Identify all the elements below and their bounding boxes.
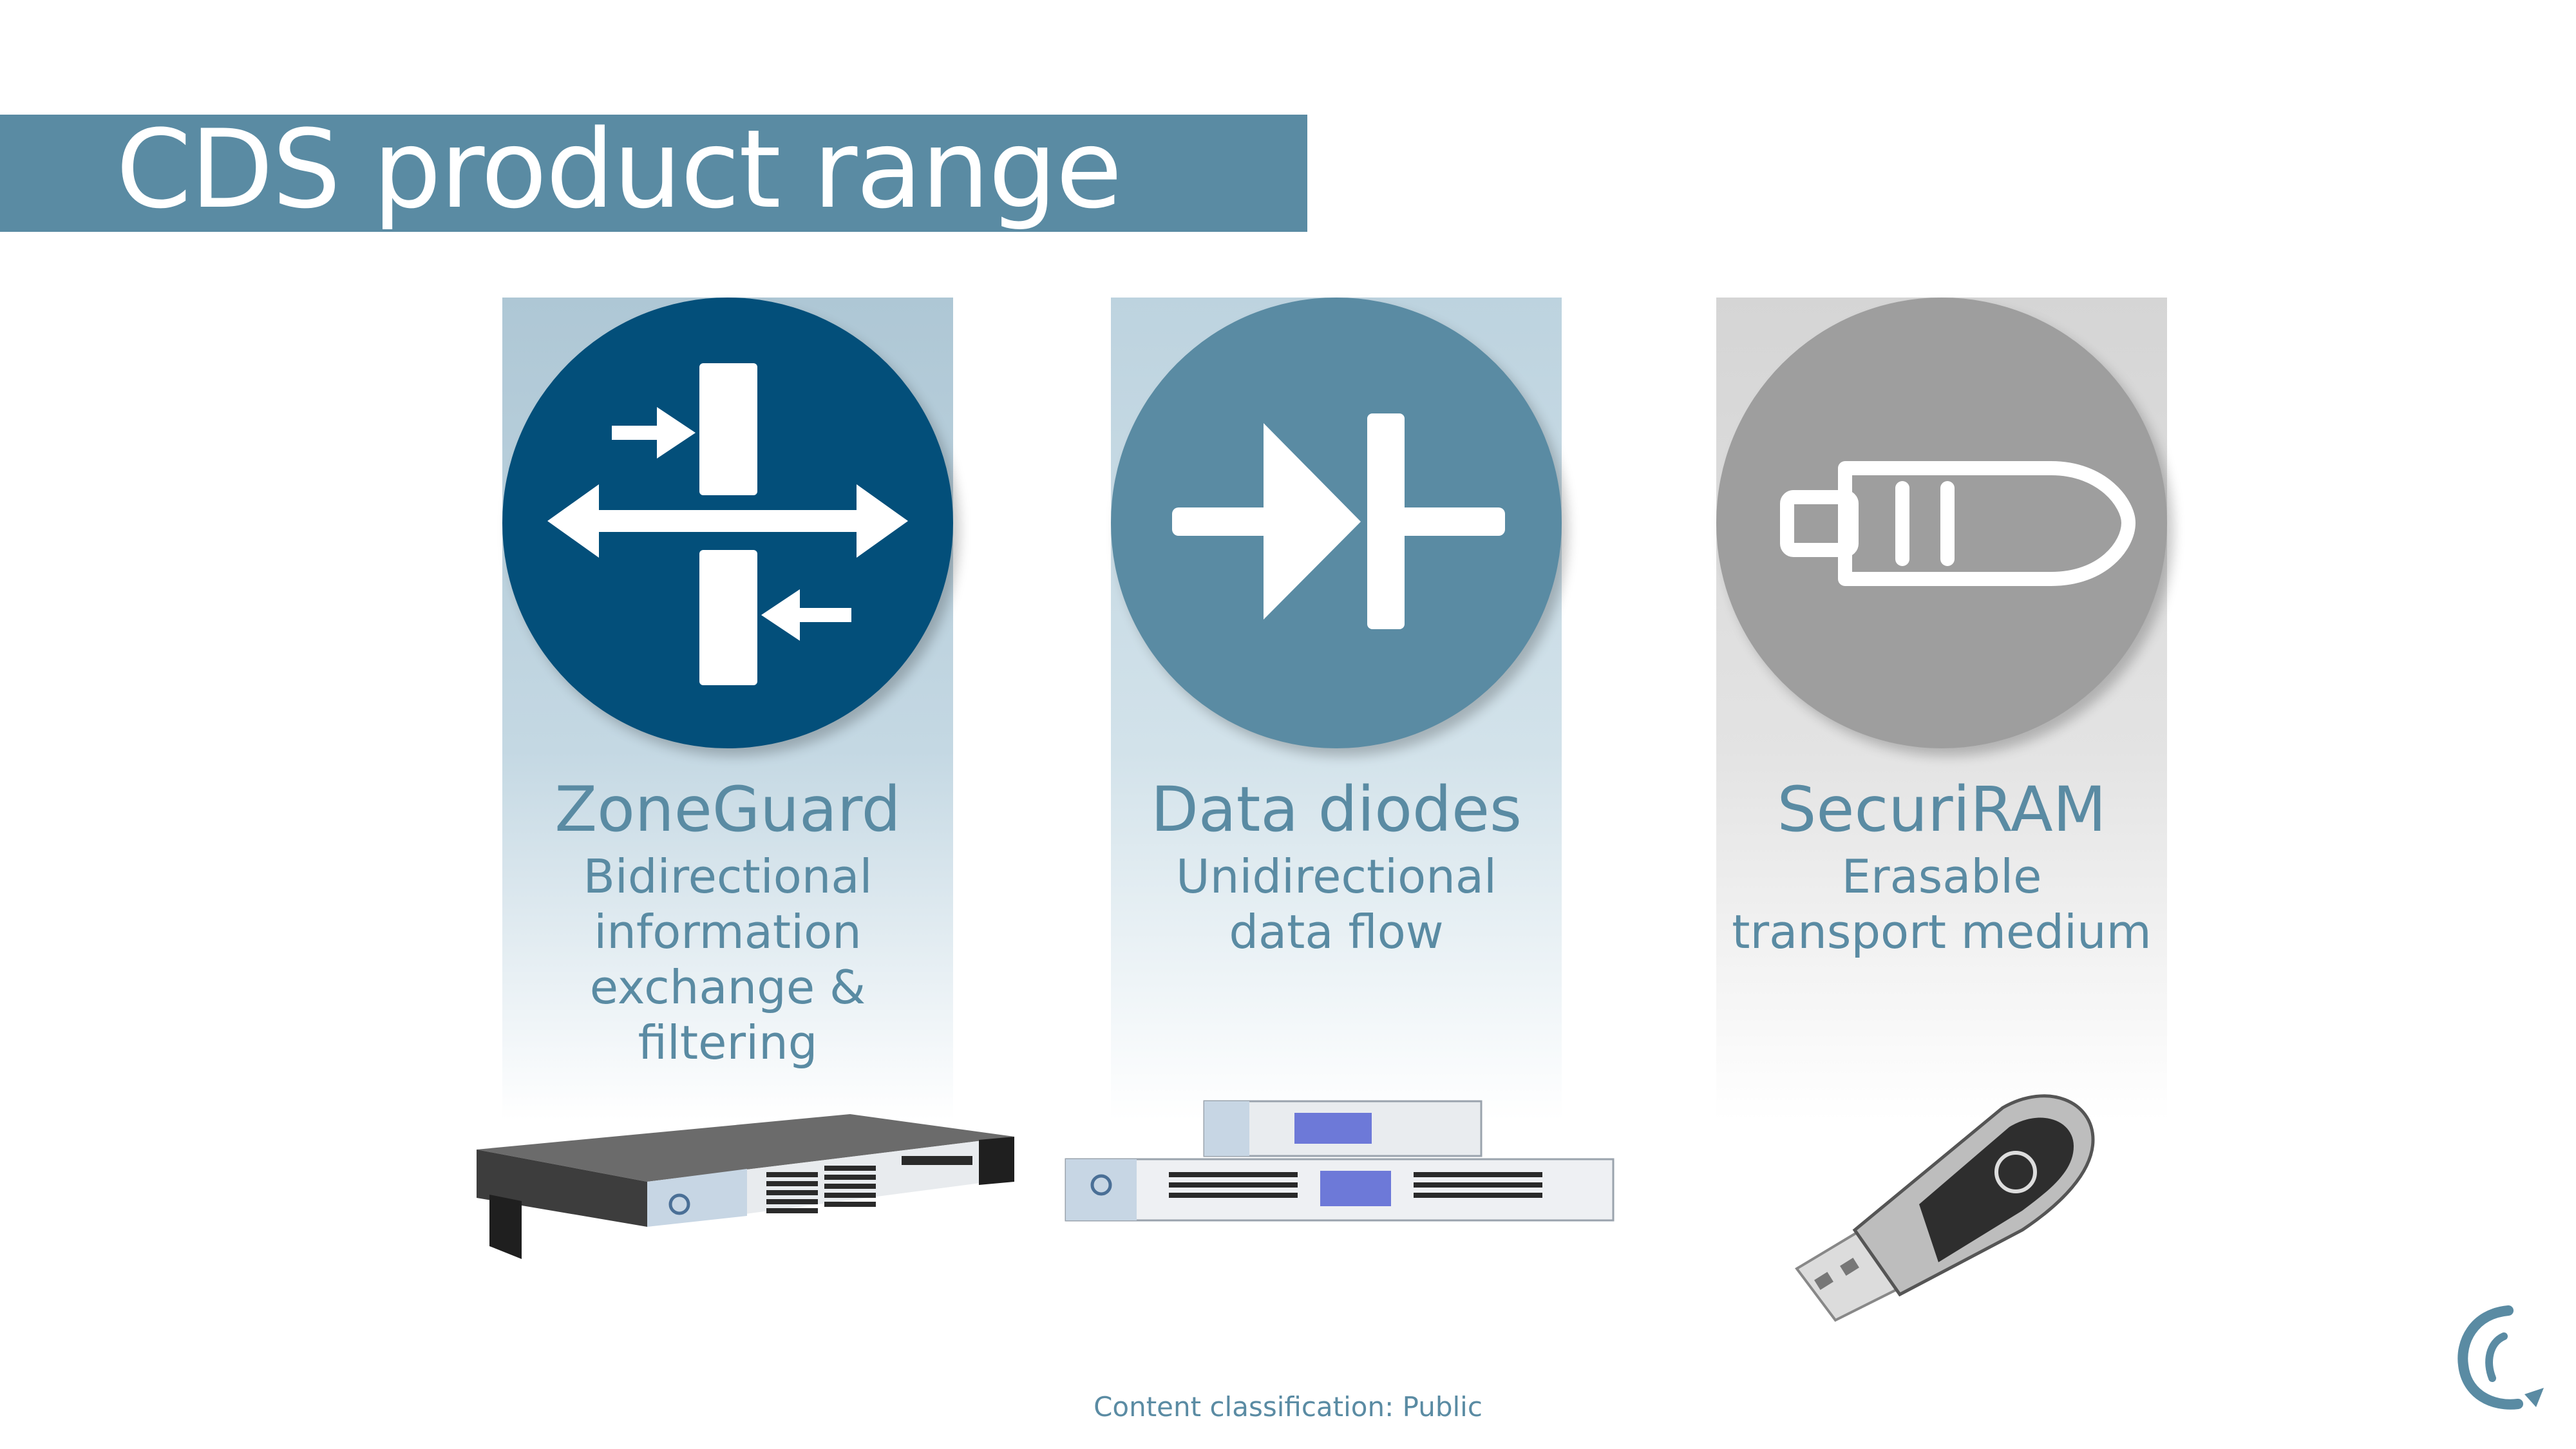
- description-line: transport medium: [1732, 905, 2152, 959]
- data-diodes-circle: [1111, 298, 1562, 748]
- content-classification-footer: Content classification: Public: [1094, 1391, 1482, 1423]
- usb-stick-icon: [1780, 461, 2136, 586]
- description-line: filtering: [638, 1016, 818, 1070]
- product-description: Unidirectional data flow: [1014, 849, 1658, 960]
- description-line: Bidirectional: [583, 849, 873, 904]
- product-column-zoneguard: ZoneGuard Bidirectional information exch…: [502, 298, 953, 1121]
- description-line: information: [594, 905, 862, 959]
- company-logo: [2447, 1298, 2550, 1420]
- zoneguard-rack-device-image: [464, 1101, 1018, 1288]
- slide-title: CDS product range: [116, 106, 1122, 232]
- data-diode-devices-image: [1056, 1095, 1623, 1243]
- securiram-usb-device-image: [1790, 1082, 2112, 1327]
- securiram-circle: [1716, 298, 2167, 748]
- product-column-data-diodes: Data diodes Unidirectional data flow: [1111, 298, 1562, 1121]
- description-line: exchange &: [589, 960, 866, 1014]
- bidirectional-arrows-icon: [547, 363, 908, 685]
- product-name: SecuriRAM: [1777, 773, 2107, 846]
- description-line: Erasable: [1841, 849, 2042, 904]
- title-bar: [0, 115, 1307, 232]
- product-name: Data diodes: [1150, 773, 1522, 846]
- product-column-securiram: SecuriRAM Erasable transport medium: [1716, 298, 2167, 1121]
- product-description: Erasable transport medium: [1620, 849, 2264, 960]
- zoneguard-circle: [502, 298, 953, 748]
- product-name: ZoneGuard: [554, 773, 901, 846]
- diode-icon: [1172, 413, 1505, 629]
- description-line: data flow: [1229, 905, 1444, 959]
- description-line: Unidirectional: [1176, 849, 1497, 904]
- product-description: Bidirectional information exchange & fil…: [406, 849, 1050, 1070]
